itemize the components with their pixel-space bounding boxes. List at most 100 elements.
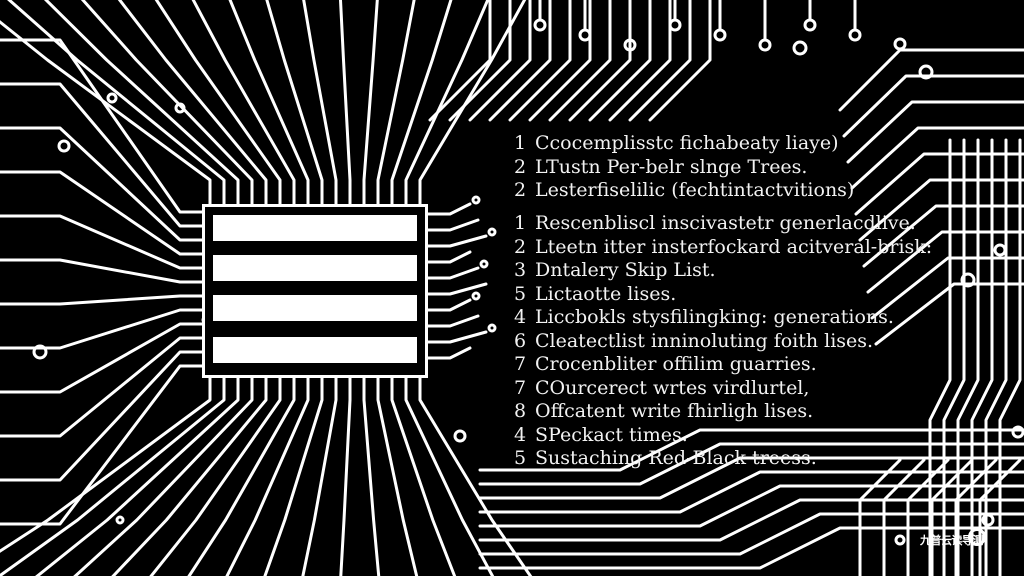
circuit-trace — [263, 376, 324, 576]
list-item-number: 4 — [514, 306, 527, 328]
list-item-number: 5 — [514, 447, 527, 469]
circuit-trace — [528, 0, 592, 122]
circuit-trace — [858, 458, 902, 576]
via-circle — [487, 323, 497, 333]
circuit-trace — [930, 458, 974, 576]
circuit-trace — [906, 458, 950, 576]
via-circle — [1011, 425, 1024, 439]
via-circle — [713, 28, 727, 42]
circuit-trace — [478, 470, 1024, 514]
circuit-trace — [35, 376, 240, 576]
circuit-trace — [478, 428, 1024, 472]
circuit-trace — [404, 0, 490, 206]
circuit-trace — [426, 298, 472, 312]
list-item-text: COurcerect wrtes virdlurtel, — [535, 376, 810, 399]
circuit-trace — [426, 330, 488, 344]
list-item-text: Dntalery Skip List. — [535, 259, 716, 281]
watermark-dot-icon — [968, 528, 986, 546]
circuit-trace — [7, 0, 226, 206]
list-item: 3 Dntalery Skip List. — [514, 259, 932, 283]
via-circle — [960, 272, 976, 288]
via-circle — [453, 429, 467, 443]
circuit-trace — [850, 126, 1024, 190]
circuit-trace — [225, 376, 310, 576]
list-item-number: 3 — [514, 259, 527, 281]
circuit-trace — [478, 498, 1024, 542]
circuit-trace — [488, 0, 552, 122]
via-circle — [894, 534, 906, 546]
circuit-trace — [228, 0, 310, 206]
via-circle — [174, 102, 186, 114]
list-item-text: Lteetn itter insterfockard acitveral-bri… — [535, 235, 933, 258]
list-item-text: SPeckact times. — [535, 423, 688, 446]
circuit-trace — [426, 234, 488, 248]
list-item-number: 2 — [514, 179, 527, 201]
via-circle — [918, 64, 934, 80]
via-circle — [578, 28, 592, 42]
list-item: 5 Sustaching Red-Black treess. — [514, 447, 932, 471]
circuit-trace — [338, 0, 352, 206]
list-item-number: 7 — [514, 353, 527, 375]
list-item: 4 SPeckact times. — [514, 424, 932, 448]
circuit-trace — [191, 0, 296, 206]
circuit-trace — [984, 138, 1008, 576]
circuit-trace — [0, 126, 204, 242]
via-circle — [848, 28, 862, 42]
circuit-trace — [265, 0, 324, 206]
circuit-trace — [608, 0, 672, 122]
circuit-trace — [998, 138, 1022, 576]
list-item: 5 Lictaotte lises. — [514, 283, 932, 307]
circuit-trace — [426, 266, 480, 280]
circuit-trace — [149, 376, 282, 576]
list-item: 2 Lesterfiselilic (fechtintactvitions) — [514, 179, 854, 203]
circuit-trace — [428, 0, 492, 122]
circuit-trace — [0, 350, 204, 482]
circuit-trace — [854, 152, 1024, 216]
list-item-text: Lictaotte lises. — [535, 282, 677, 305]
circuit-trace — [0, 336, 204, 438]
circuit-trace — [111, 376, 268, 576]
circuit-trace — [426, 282, 488, 296]
circuit-trace — [390, 0, 453, 206]
circuit-trace — [928, 138, 952, 576]
via-circle — [668, 18, 682, 32]
circuit-trace — [954, 458, 998, 576]
via-circle — [792, 40, 808, 56]
circuit-trace — [0, 20, 212, 206]
list-item-number: 5 — [514, 282, 527, 305]
circuit-trace — [0, 322, 204, 394]
circuit-trace — [426, 202, 472, 216]
circuit-trace — [426, 218, 480, 232]
circuit-trace — [154, 0, 282, 206]
via-circle — [471, 195, 481, 205]
circuit-trace — [648, 0, 712, 122]
circuit-trace — [842, 74, 1024, 138]
chip-bar — [213, 337, 417, 363]
list-item-text: Offcatent write fhirligh lises. — [535, 400, 814, 422]
via-circle — [479, 259, 489, 269]
circuit-trace — [0, 170, 204, 256]
circuit-trace — [390, 376, 457, 576]
via-circle — [57, 139, 71, 153]
list-item-text: Crocenbliter offilim guarries. — [535, 353, 817, 375]
circuit-trace — [862, 204, 1024, 268]
chip-bar — [213, 255, 417, 281]
via-circle — [893, 37, 907, 51]
watermark-text: 九普云读导测 — [920, 534, 984, 547]
circuit-trace — [426, 346, 472, 360]
list-item-text: Lesterfiselilic (fechtintactvitions) — [535, 179, 855, 201]
list-item-number: 4 — [514, 423, 527, 446]
circuit-trace — [866, 230, 1024, 294]
via-circle — [803, 18, 817, 32]
list-item-number: 1 — [514, 132, 527, 154]
list-item-text: Sustaching Red-Black treess. — [535, 447, 817, 469]
via-circle — [487, 227, 497, 237]
circuit-trace — [858, 178, 1024, 242]
